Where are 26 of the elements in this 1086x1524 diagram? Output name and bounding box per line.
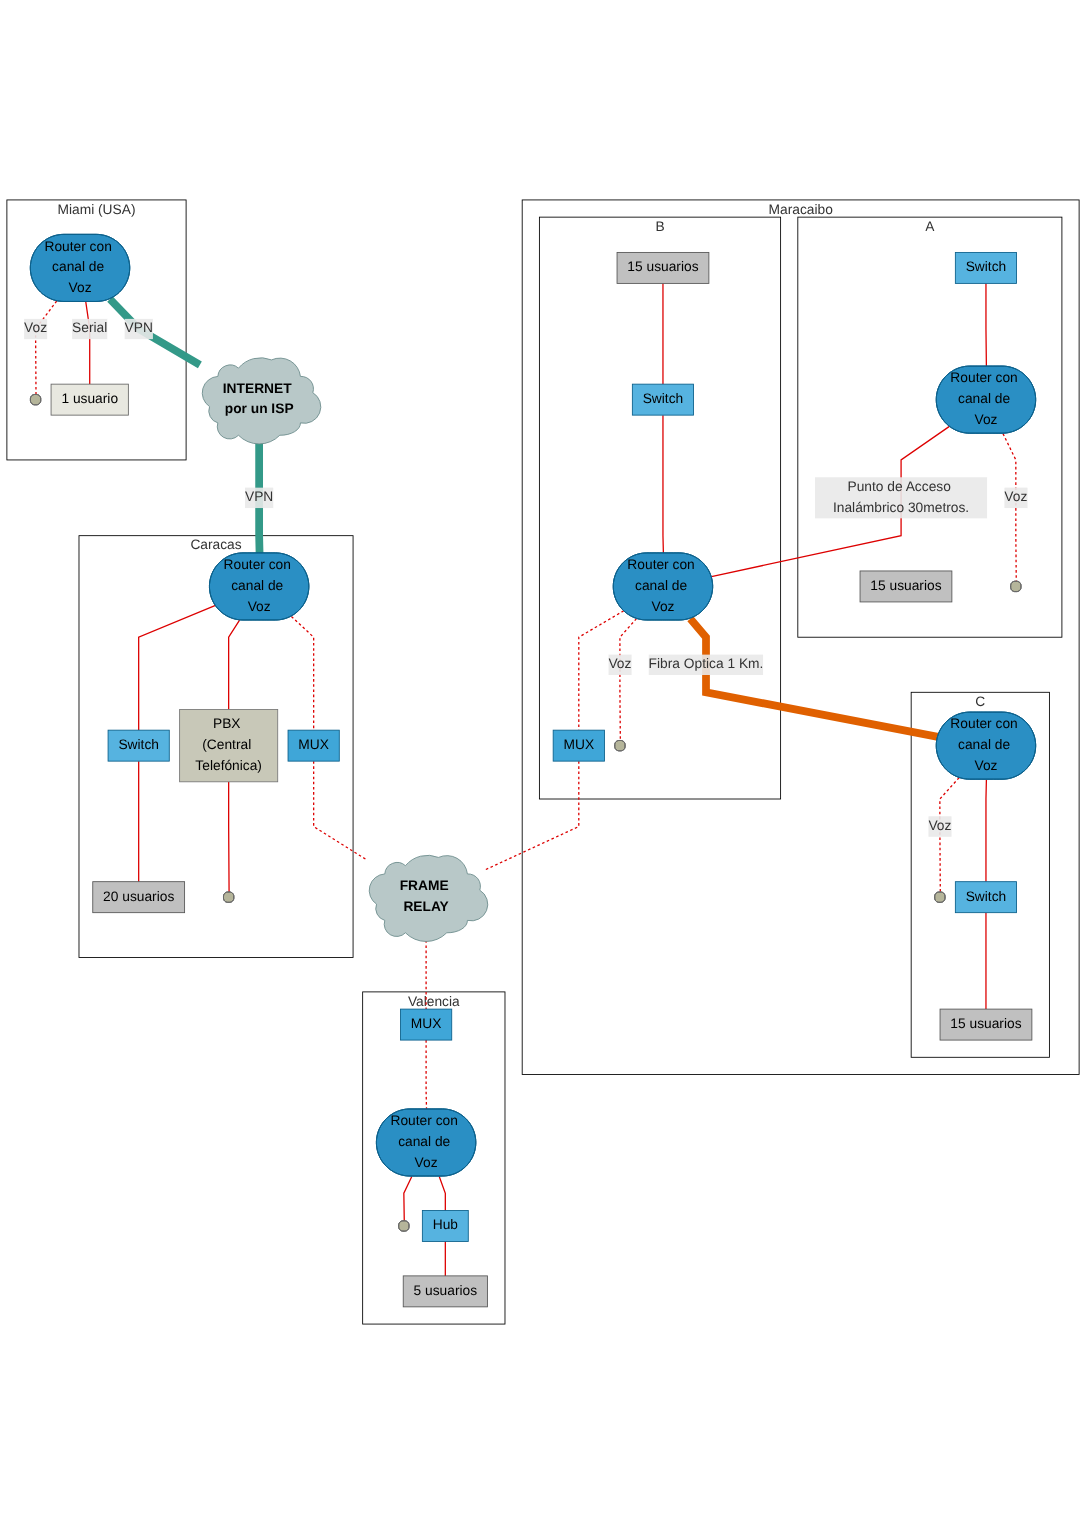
connector xyxy=(687,616,939,741)
connector xyxy=(290,615,315,731)
connector xyxy=(107,296,202,369)
connector xyxy=(985,282,988,368)
connector xyxy=(484,760,580,871)
connector xyxy=(662,414,665,554)
connector xyxy=(985,779,988,883)
connector xyxy=(138,604,217,731)
connector xyxy=(662,282,664,385)
connector xyxy=(985,912,987,1010)
connector xyxy=(1002,432,1017,583)
connector xyxy=(138,760,140,883)
connector xyxy=(939,777,960,894)
connector xyxy=(578,610,625,731)
connector xyxy=(425,1039,428,1110)
connector xyxy=(228,619,241,711)
connector xyxy=(34,300,58,396)
connector xyxy=(228,781,230,894)
connector xyxy=(403,1175,413,1222)
connector xyxy=(425,939,427,1010)
connector xyxy=(313,760,368,861)
connector xyxy=(255,442,264,554)
connector xyxy=(444,1240,446,1277)
connector xyxy=(85,301,91,385)
connector xyxy=(619,618,638,742)
connector xyxy=(438,1175,446,1212)
